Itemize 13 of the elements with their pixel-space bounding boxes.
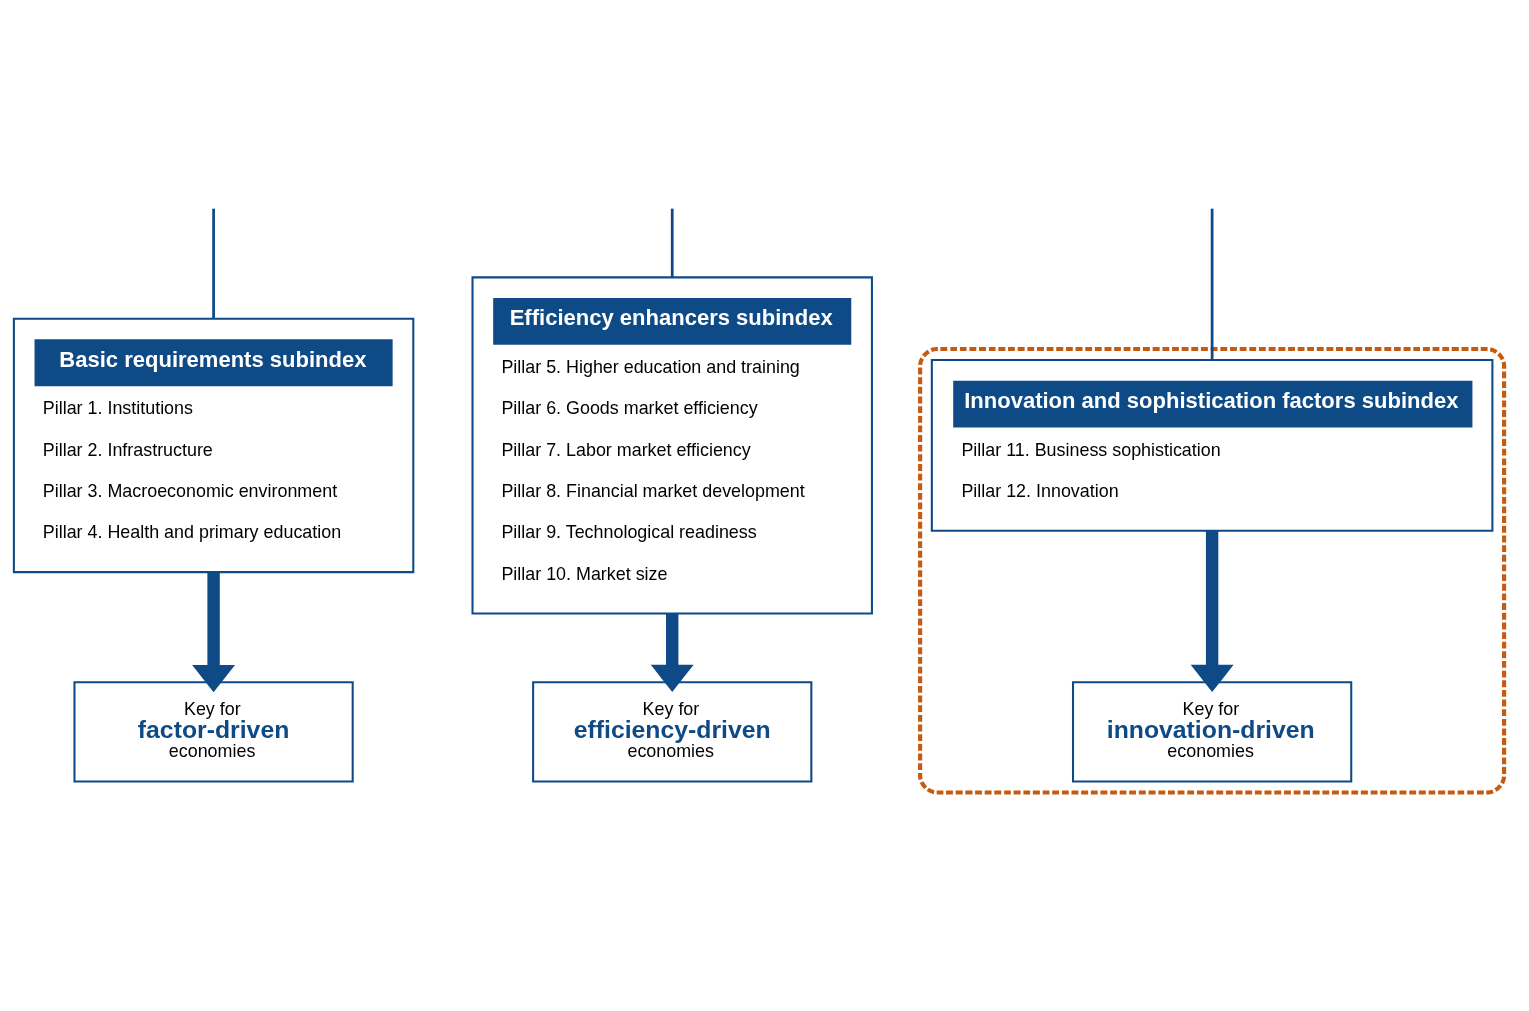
arrow	[192, 572, 236, 693]
arrow	[1190, 530, 1234, 693]
node-box: Basic requirements subindex Pillar 1. Institutions Pillar 2. Infrastructure Pillar 3. Macroeconomic environment Pillar 4. Health and primary education	[12, 317, 415, 574]
connector	[212, 208, 215, 319]
cluster	[918, 346, 1507, 795]
node-box: Key for factor-driven economies	[73, 681, 354, 783]
connector	[1210, 208, 1214, 360]
node-box: Efficiency enhancers subindex Pillar 5. Higher education and training Pillar 6. Goods market efficiency Pillar 7. Labor market efficiency Pillar 8. Financial market development Pillar 9. Technological readiness Pillar 10. Market size	[471, 276, 873, 615]
node-box: Key for efficiency-driven economies	[532, 681, 813, 783]
node-box: Key for innovation-driven economies	[1071, 681, 1353, 783]
node-box: Innovation and sophistication factors subindex Pillar 11. Business sophistication Pillar 12. Innovation	[930, 358, 1494, 532]
arrow	[650, 613, 694, 692]
connector	[670, 208, 674, 278]
